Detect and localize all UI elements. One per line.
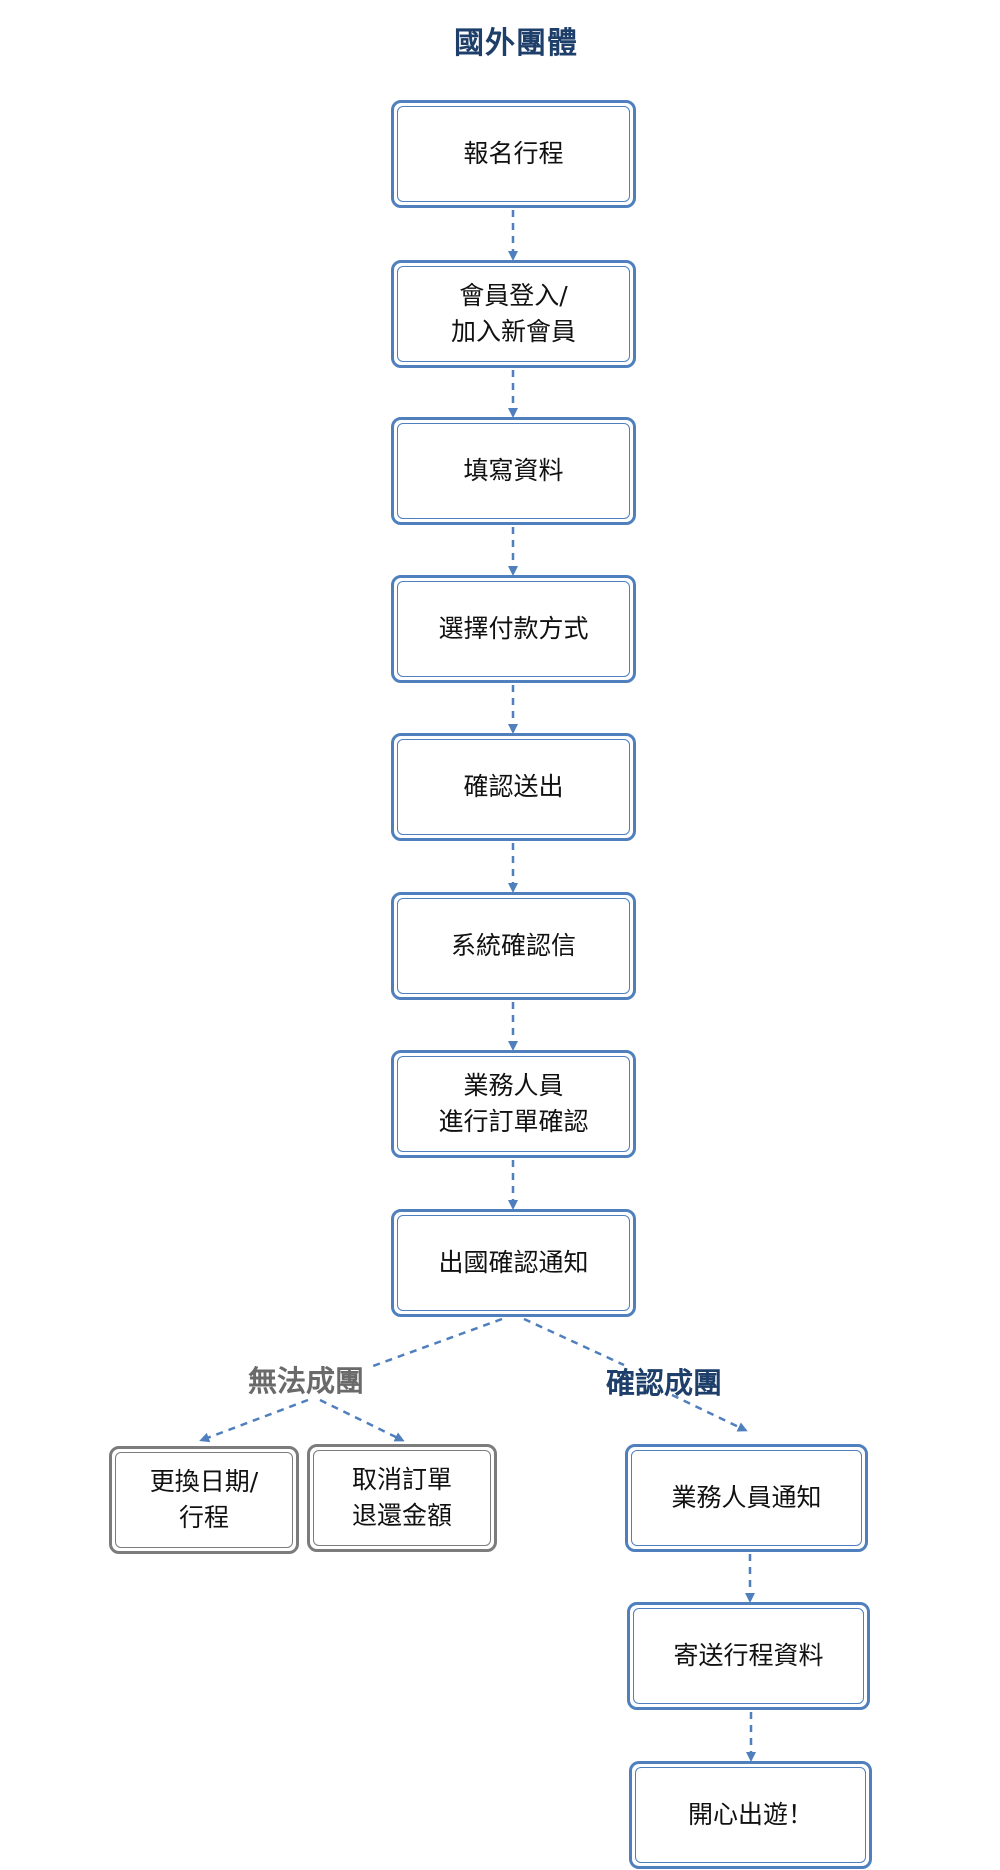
connector-to-sales-notify xyxy=(671,1393,748,1432)
step-label: 業務人員 進行訂單確認 xyxy=(438,1071,589,1136)
connector-to-ok-label xyxy=(523,1317,625,1367)
step-departure-notice: 出國確認通知 xyxy=(391,1209,636,1317)
step-label: 系統確認信 xyxy=(450,931,576,960)
step-member-login: 會員登入/ 加入新會員 xyxy=(391,260,636,368)
option-change-date: 更換日期/ 行程 xyxy=(109,1446,299,1554)
step-choose-payment: 選擇付款方式 xyxy=(391,575,636,683)
diagram-title: 國外團體 xyxy=(454,26,578,61)
step-label: 業務人員通知 xyxy=(671,1483,822,1512)
step-confirm-submit: 確認送出 xyxy=(391,733,636,841)
step-send-itinerary: 寄送行程資料 xyxy=(627,1602,870,1710)
step-label: 確認送出 xyxy=(463,772,564,801)
step-sales-notify: 業務人員通知 xyxy=(625,1444,868,1552)
option-label: 取消訂單 退還金額 xyxy=(351,1465,452,1530)
branch-label-confirmed: 確認成團 xyxy=(606,1366,723,1400)
step-fill-info: 填寫資料 xyxy=(391,417,636,525)
option-label: 更換日期/ 行程 xyxy=(149,1467,259,1532)
step-label: 開心出遊！ xyxy=(687,1800,813,1829)
step-label: 報名行程 xyxy=(463,139,564,168)
step-system-confirmation-email: 系統確認信 xyxy=(391,892,636,1000)
connector-to-change-date xyxy=(199,1398,309,1443)
step-label: 出國確認通知 xyxy=(438,1248,589,1277)
step-label: 選擇付款方式 xyxy=(438,614,589,643)
step-sales-order-check: 業務人員 進行訂單確認 xyxy=(391,1050,636,1158)
option-cancel-refund: 取消訂單 退還金額 xyxy=(307,1444,497,1552)
step-label: 填寫資料 xyxy=(463,456,564,485)
branch-label-not-formed: 無法成團 xyxy=(248,1364,365,1398)
connector-to-cancel-refund xyxy=(319,1398,405,1442)
step-label: 會員登入/ 加入新會員 xyxy=(450,281,576,346)
connector-to-fail-label xyxy=(372,1317,503,1368)
step-label: 寄送行程資料 xyxy=(673,1641,824,1670)
step-signup-trip: 報名行程 xyxy=(391,100,636,208)
step-enjoy-trip: 開心出遊！ xyxy=(629,1761,872,1869)
